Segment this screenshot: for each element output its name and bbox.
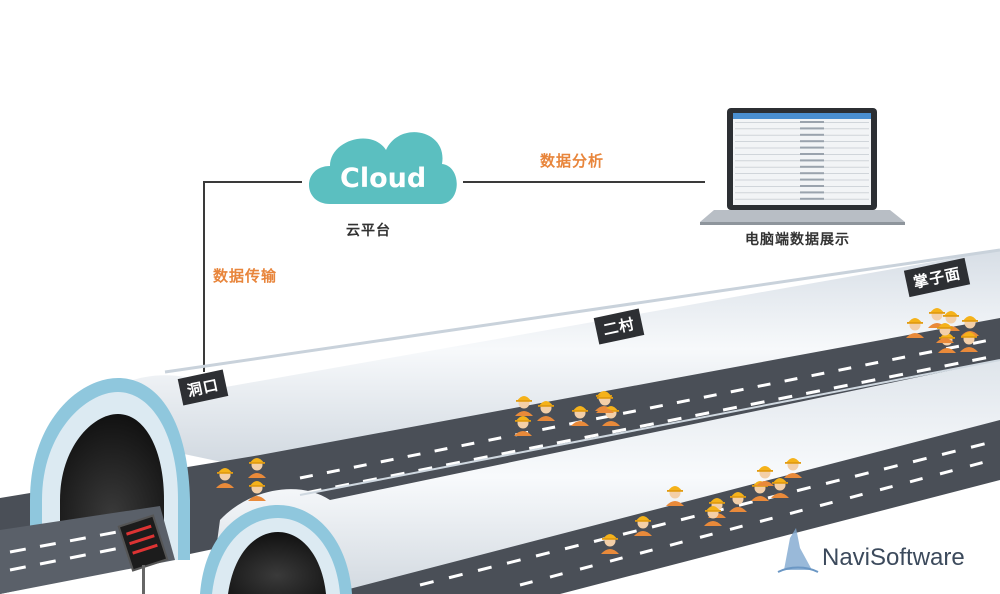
cloud-text: Cloud (340, 163, 426, 194)
brand-name: NaviSoftware (822, 544, 965, 572)
laptop-icon (700, 108, 905, 225)
data-transfer-label: 数据传输 (213, 265, 277, 286)
pc-display-label: 电脑端数据展示 (745, 229, 850, 249)
cloud-platform-label: 云平台 (346, 220, 391, 240)
data-analysis-label: 数据分析 (540, 150, 604, 171)
